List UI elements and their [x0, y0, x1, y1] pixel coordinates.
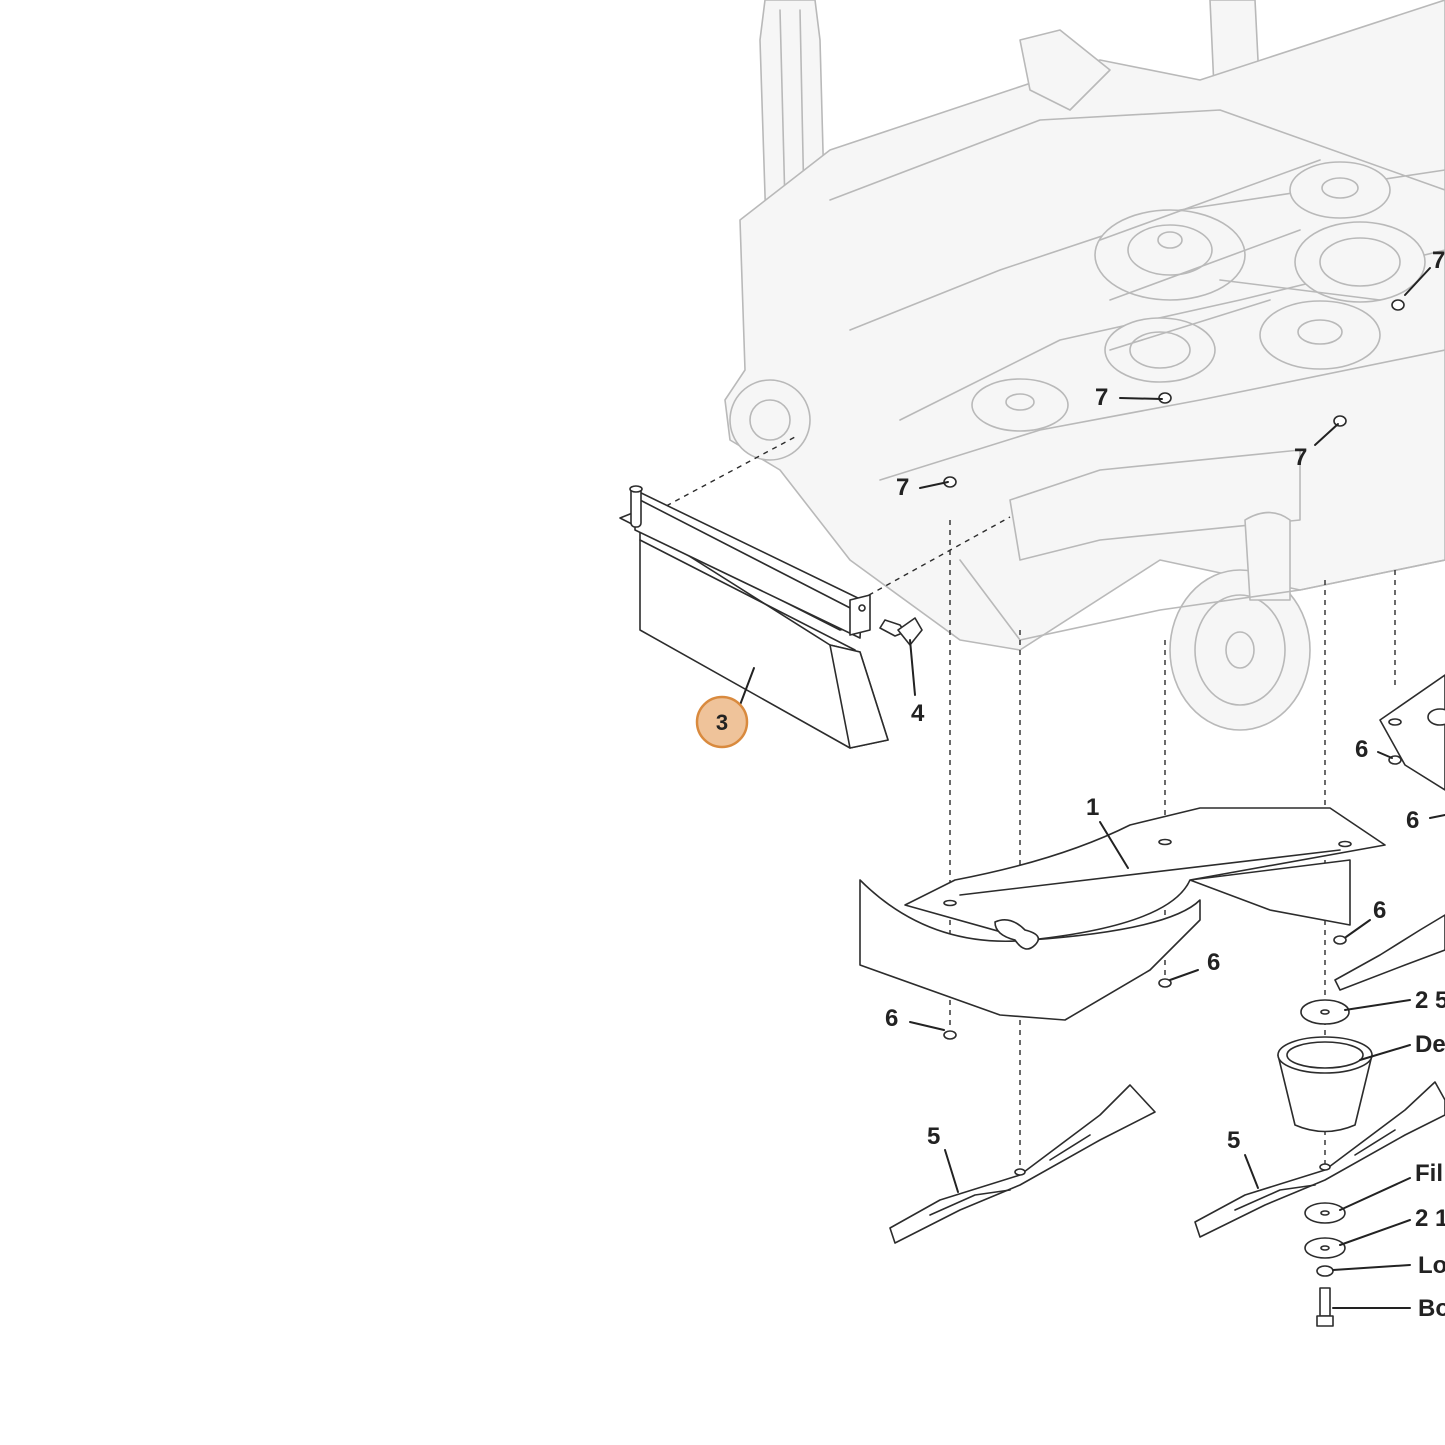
callout-7: 7 — [1294, 444, 1307, 471]
blade-part-5-left[interactable] — [889, 1084, 1156, 1244]
callout-2-1: 2 1 — [1415, 1205, 1445, 1232]
callout-labels: 1 4 7 7 7 7 6 6 6 6 6 5 5 2 5 De Fil 2 1… — [885, 247, 1445, 1322]
callout-6: 6 — [1373, 897, 1386, 924]
callout-3-badge[interactable]: 3 — [695, 695, 749, 749]
mower-deck-ghost — [724, 0, 1445, 731]
leader-lines — [739, 267, 1445, 1309]
baffle-part-1[interactable] — [859, 807, 1386, 1021]
knob-part-4[interactable] — [879, 617, 923, 646]
callout-7: 7 — [1095, 384, 1108, 411]
callout-7: 7 — [1432, 247, 1445, 274]
blade-part-5-right[interactable] — [1194, 1081, 1445, 1238]
callout-2-5: 2 5 — [1415, 987, 1445, 1014]
callout-de: De — [1415, 1031, 1445, 1058]
deflector-part-3[interactable] — [619, 485, 889, 749]
callout-6: 6 — [885, 1005, 898, 1032]
callout-bo: Bo — [1418, 1295, 1445, 1322]
highlight-circle[interactable] — [695, 695, 749, 749]
callout-5: 5 — [1227, 1127, 1240, 1154]
callout-lo: Lo — [1418, 1252, 1445, 1279]
callout-4: 4 — [911, 700, 925, 727]
callout-6: 6 — [1207, 949, 1220, 976]
callout-fil: Fil — [1415, 1160, 1443, 1187]
callout-1: 1 — [1086, 794, 1099, 821]
callout-7: 7 — [896, 474, 909, 501]
blade-upper-right[interactable] — [1334, 914, 1445, 991]
callout-3: 3 — [716, 710, 728, 735]
callout-6: 6 — [1355, 736, 1368, 763]
callout-6: 6 — [1406, 807, 1419, 834]
spindle-hardware-stack[interactable] — [1277, 999, 1373, 1327]
callout-5: 5 — [927, 1123, 940, 1150]
right-plate-fragment — [1379, 674, 1445, 791]
